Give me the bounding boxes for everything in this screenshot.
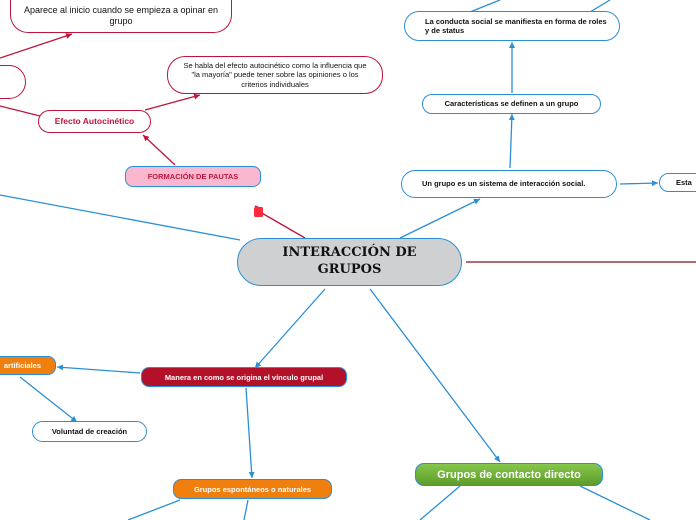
node-formacion[interactable]: FORMACIÓN DE PAUTAS [125,166,261,187]
node-espontaneos-label: Grupos espontáneos o naturales [193,484,312,494]
node-caracteristicas[interactable]: Características se definen a un grupo [422,94,601,114]
node-left-partial[interactable] [0,65,26,99]
edge-efecto-desc [144,93,201,111]
edge-manera-espontaneos [245,387,255,479]
edge-central-manera [254,288,326,369]
edge-grupo-caracteristicas [508,113,515,169]
edge-artificiales-voluntad [19,376,78,423]
node-artificiales[interactable]: artificiales [0,356,56,375]
edge-grupo-esta [619,180,659,187]
node-efecto-desc-label: Se habla del efecto autocinético como la… [183,60,367,89]
node-esta-label: Esta [676,177,692,187]
node-contacto[interactable]: Grupos de contacto directo [415,463,603,486]
edge-formacion-efecto [142,134,176,166]
node-efecto-label: Efecto Autocinético [54,116,135,127]
node-voluntad-label: Voluntad de creación [51,426,128,436]
node-manera-label: Manera en como se origina el vínculo gru… [164,372,324,382]
edge-efecto-left [0,105,41,117]
node-aparece-label: Aparece al inicio cuando se empieza a op… [23,4,219,26]
edge-espontaneos-down [243,499,249,520]
collapse-marker-icon [254,207,263,217]
node-efecto[interactable]: Efecto Autocinético [38,110,151,133]
node-conducta-label: La conducta social se manifiesta en form… [425,16,607,35]
edge-contacto-right [579,485,651,520]
edge-conducta-top [469,0,501,13]
node-manera[interactable]: Manera en como se origina el vínculo gru… [141,367,347,387]
node-aparece[interactable]: Aparece al inicio cuando se empieza a op… [10,0,232,33]
edge-espontaneos-left [127,499,181,520]
edge-left-aparece [0,33,73,59]
edge-conducta-top2 [589,0,611,13]
node-espontaneos[interactable]: Grupos espontáneos o naturales [173,479,332,499]
node-formacion-label: FORMACIÓN DE PAUTAS [147,172,239,181]
edge-central-formacion [259,211,306,239]
node-esta[interactable]: Esta [659,173,696,192]
edge-central-left [0,194,241,241]
edge-contacto-left [419,485,461,520]
node-grupo-sistema[interactable]: Un grupo es un sistema de interacción so… [401,170,617,198]
central-topic-title: INTERACCIÓN DE GRUPOS [282,245,417,277]
node-artificiales-label: artificiales [3,361,41,370]
node-conducta[interactable]: La conducta social se manifiesta en form… [404,11,620,41]
edge-central-grupo [399,198,481,239]
node-caracteristicas-label: Características se definen a un grupo [444,99,579,109]
node-grupo-sistema-label: Un grupo es un sistema de interacción so… [422,179,586,189]
edge-manera-artificiales [56,364,141,374]
node-contacto-label: Grupos de contacto directo [437,468,581,481]
node-voluntad[interactable]: Voluntad de creación [32,421,147,442]
central-topic[interactable]: INTERACCIÓN DE GRUPOS [237,238,462,286]
node-efecto-desc[interactable]: Se habla del efecto autocinético como la… [167,56,383,94]
edge-central-contacto [369,288,501,463]
